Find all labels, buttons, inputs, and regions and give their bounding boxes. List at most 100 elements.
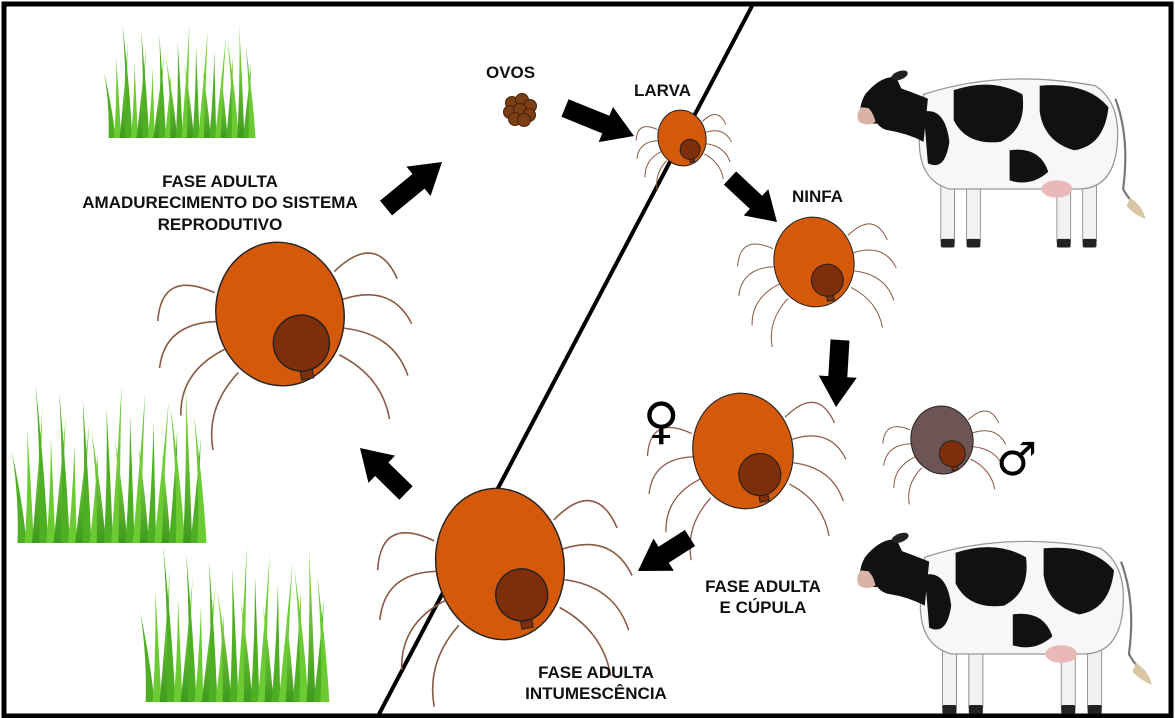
arrow-shape bbox=[374, 147, 454, 222]
label-line-amadurecimento: AMADURECIMENTO DO SISTEMA bbox=[55, 192, 385, 213]
tick-leg bbox=[372, 528, 437, 570]
grass-blade bbox=[183, 385, 192, 543]
label-larva: LARVA bbox=[634, 80, 691, 101]
tick-leg bbox=[789, 479, 829, 541]
grass-blade bbox=[176, 41, 183, 138]
label-line-e-cupula: E CÚPULA bbox=[688, 597, 838, 618]
tick-leg bbox=[644, 456, 698, 494]
tick-leg bbox=[793, 455, 843, 508]
arrow-engorged-to-mature bbox=[347, 434, 420, 506]
arrow-larva-to-nymph bbox=[718, 165, 790, 235]
tick-leg bbox=[706, 140, 730, 166]
tick-leg bbox=[153, 321, 222, 369]
cow-hoof bbox=[1083, 239, 1097, 248]
label-line-reprodutivo: REPRODUTIVO bbox=[55, 214, 385, 235]
grass-blade bbox=[272, 583, 281, 702]
cow-hoof bbox=[1057, 239, 1071, 248]
label-ovos: OVOS bbox=[486, 62, 535, 83]
tick-leg bbox=[152, 280, 217, 321]
arrow-nymph-to-adult bbox=[817, 339, 859, 408]
arrow-shape bbox=[558, 90, 641, 153]
cow-hoof bbox=[967, 239, 981, 248]
grass-blade bbox=[25, 430, 34, 543]
nymph-tick-icon bbox=[727, 204, 906, 351]
tick-body bbox=[767, 211, 861, 314]
tick-leg bbox=[344, 319, 408, 385]
cow-hoof bbox=[942, 705, 956, 714]
cow-tail bbox=[1121, 562, 1145, 672]
arrow-shape bbox=[817, 339, 859, 408]
tick-leg bbox=[881, 443, 915, 466]
tick-leg bbox=[421, 625, 472, 707]
arrow-eggs-to-larva bbox=[558, 90, 641, 153]
grass-blade bbox=[237, 25, 244, 138]
grass-blade bbox=[148, 68, 155, 138]
tick-leg bbox=[391, 601, 455, 670]
cow-icon-bottom bbox=[857, 531, 1152, 714]
arrow-mature-to-eggs bbox=[374, 147, 454, 222]
cow-tail-tip bbox=[1132, 663, 1151, 685]
label-ninfa: NINFA bbox=[792, 186, 843, 207]
grass-blade bbox=[126, 415, 135, 543]
arrow-shape bbox=[718, 165, 790, 235]
tick-leg bbox=[339, 348, 389, 426]
grass-blade bbox=[12, 452, 27, 543]
tick-body bbox=[424, 478, 576, 650]
label-line-fase-adulta: FASE ADULTA bbox=[506, 662, 686, 683]
tick-body bbox=[654, 106, 711, 169]
tick-leg bbox=[634, 140, 660, 158]
cow-hoof bbox=[1088, 705, 1102, 714]
grass-icon-bottom bbox=[140, 547, 329, 702]
tick-leg bbox=[851, 283, 882, 331]
egg bbox=[518, 114, 531, 127]
tick-leg bbox=[704, 151, 723, 181]
label-fase-adulta-cupula: FASE ADULTA E CÚPULA bbox=[688, 576, 838, 619]
cow-icon-top bbox=[857, 68, 1145, 247]
grass-blade bbox=[209, 52, 216, 138]
tick-leg bbox=[764, 299, 795, 347]
label-fase-adulta-intumescencia: FASE ADULTA INTUMESCÊNCIA bbox=[506, 662, 686, 705]
grass-blade bbox=[104, 407, 113, 543]
tick-leg bbox=[746, 284, 786, 325]
tick-leg bbox=[734, 241, 775, 266]
grass-blade bbox=[68, 445, 77, 543]
tick-leg bbox=[658, 479, 708, 532]
tick-leg bbox=[634, 125, 659, 141]
male-adult-tick-icon bbox=[875, 396, 1013, 508]
arrow-shape bbox=[347, 434, 420, 506]
label-line-fase-adulta: FASE ADULTA bbox=[688, 576, 838, 597]
tick-leg bbox=[854, 265, 894, 306]
larva-tick-icon bbox=[630, 102, 738, 193]
grass-icon-top bbox=[104, 25, 255, 138]
grass-blade bbox=[209, 561, 218, 702]
tick-leg bbox=[562, 537, 632, 587]
tick-body bbox=[204, 232, 355, 396]
cow-tail bbox=[1115, 99, 1138, 207]
grass-blade bbox=[82, 400, 91, 543]
tick-leg bbox=[641, 152, 665, 178]
grass-blade bbox=[307, 547, 316, 702]
grass-blade bbox=[195, 606, 204, 702]
tick-leg bbox=[853, 245, 896, 275]
grass-icon-middle bbox=[12, 385, 207, 543]
eggs-icon bbox=[504, 94, 537, 127]
grass-blade bbox=[46, 437, 55, 543]
label-line-fase-adulta: FASE ADULTA bbox=[55, 171, 385, 192]
cow-hoof bbox=[1061, 705, 1075, 714]
tick-leg bbox=[171, 349, 235, 415]
cow-udder bbox=[1045, 645, 1077, 663]
cow-hoof bbox=[941, 239, 955, 248]
male-symbol-icon: ♂ bbox=[996, 436, 1037, 482]
grass-blade bbox=[230, 569, 239, 702]
grass-blade bbox=[193, 46, 200, 138]
tick-leg bbox=[967, 409, 999, 428]
tick-leg bbox=[903, 468, 927, 505]
cow-hoof bbox=[969, 705, 983, 714]
cow-tail-tip bbox=[1127, 198, 1146, 220]
tick-leg bbox=[342, 287, 411, 335]
female-symbol-icon: ♀ bbox=[643, 396, 680, 446]
grass-blade bbox=[131, 62, 138, 138]
grass-blade bbox=[114, 57, 121, 138]
grass-blade bbox=[147, 422, 156, 543]
